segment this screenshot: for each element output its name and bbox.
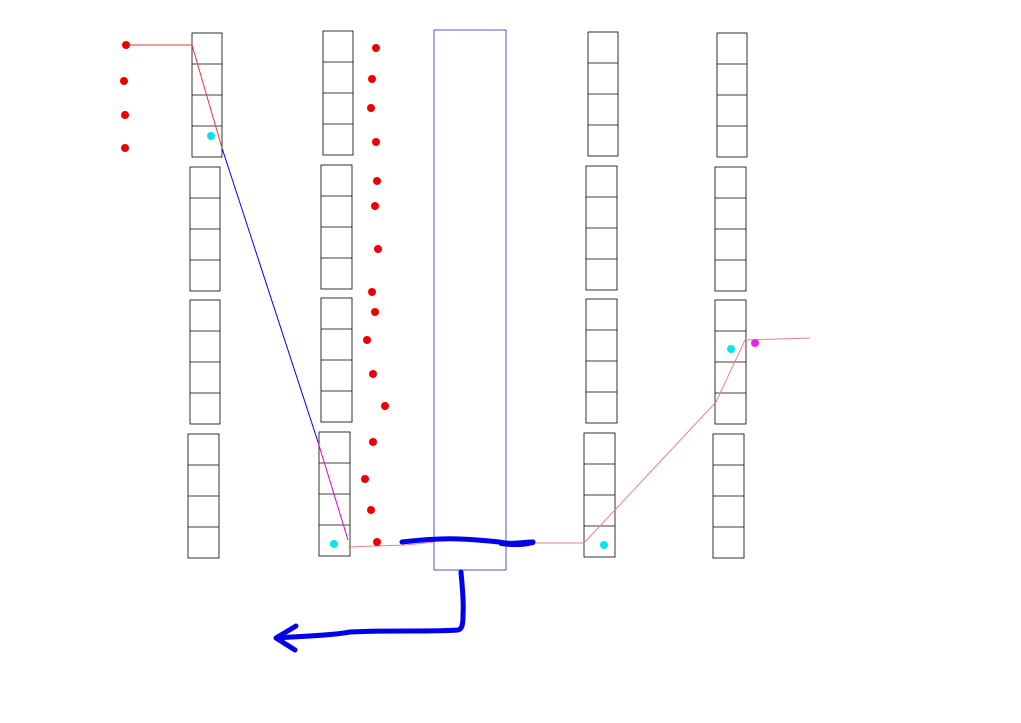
magenta-marker-dot bbox=[751, 339, 759, 347]
thick-blue-arrowhead bbox=[273, 623, 299, 653]
red-marker-dot bbox=[381, 402, 389, 410]
rack-stack bbox=[714, 166, 747, 292]
rack-stack bbox=[583, 432, 616, 558]
cyan-marker-dot bbox=[727, 345, 735, 353]
rack-stack bbox=[712, 433, 745, 559]
cyan-marker-dot bbox=[600, 541, 608, 549]
markers bbox=[120, 41, 759, 549]
red-marker-dot bbox=[120, 77, 128, 85]
rack-stack bbox=[587, 31, 619, 157]
storage-racks bbox=[187, 30, 748, 559]
center-corridor bbox=[433, 29, 507, 571]
red-marker-dot bbox=[374, 245, 382, 253]
rack-stack bbox=[320, 297, 353, 423]
red-marker-dot bbox=[373, 538, 381, 546]
red-marker-dot bbox=[372, 138, 380, 146]
red-marker-dot bbox=[363, 336, 371, 344]
red-marker-dot bbox=[371, 308, 379, 316]
red-marker-dot bbox=[367, 104, 375, 112]
magenta-route-line bbox=[317, 441, 349, 541]
rack-stack bbox=[585, 165, 618, 291]
red-marker-dot bbox=[121, 144, 129, 152]
red-marker-dot bbox=[121, 111, 129, 119]
red-marker-dot bbox=[369, 370, 377, 378]
thick-blue-stroke-top bbox=[399, 536, 536, 546]
red-marker-dot bbox=[371, 202, 379, 210]
rack-stack bbox=[189, 299, 221, 425]
red-marker-dot bbox=[372, 44, 380, 52]
route-paths bbox=[126, 44, 811, 653]
pink-route-right bbox=[506, 337, 811, 544]
rack-stack bbox=[716, 32, 748, 158]
rack-stack bbox=[318, 431, 351, 557]
rack-stack bbox=[187, 433, 220, 559]
red-marker-dot bbox=[368, 75, 376, 83]
pink-route-left bbox=[347, 541, 436, 548]
red-route-line bbox=[126, 44, 223, 149]
cyan-marker-dot bbox=[330, 540, 338, 548]
cyan-marker-dot bbox=[207, 132, 215, 140]
red-marker-dot bbox=[122, 41, 130, 49]
rack-stack bbox=[320, 164, 353, 290]
red-marker-dot bbox=[369, 438, 377, 446]
red-marker-dot bbox=[367, 506, 375, 514]
red-marker-dot bbox=[373, 177, 381, 185]
rack-stack bbox=[322, 30, 354, 156]
thick-blue-arrow-shaft bbox=[275, 569, 466, 641]
red-marker-dot bbox=[368, 288, 376, 296]
rack-stack bbox=[189, 166, 221, 292]
red-marker-dot bbox=[361, 475, 369, 483]
rack-stack bbox=[191, 32, 223, 158]
rack-stack bbox=[585, 298, 618, 424]
blue-route-line bbox=[221, 147, 319, 443]
thick-blue-stroke-top-tail bbox=[499, 541, 535, 548]
